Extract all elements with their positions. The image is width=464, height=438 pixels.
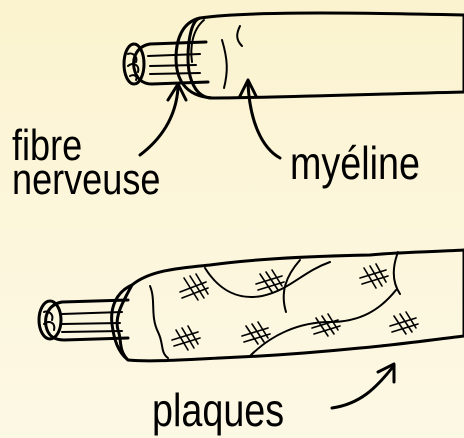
plaque [256, 270, 284, 292]
plaque [172, 326, 200, 350]
plaque [390, 312, 418, 334]
plaques-label: plaques [152, 387, 284, 433]
myeline-pointer-arrow [240, 80, 280, 158]
plaque [180, 274, 208, 300]
plaque [360, 264, 388, 288]
plaque [312, 314, 340, 336]
fibre-label-line2: nerveuse [12, 158, 160, 202]
healthy-myelin-sheath [176, 13, 464, 98]
plaques-pointer-arrow [332, 364, 394, 408]
fibre-pointer-arrow [140, 84, 186, 155]
healthy-nerve-fiber [124, 42, 208, 84]
myeline-label: myéline [290, 140, 420, 186]
plaque-lesions [172, 264, 418, 350]
plaque [242, 322, 270, 344]
damaged-myelin-sheath [112, 250, 464, 361]
